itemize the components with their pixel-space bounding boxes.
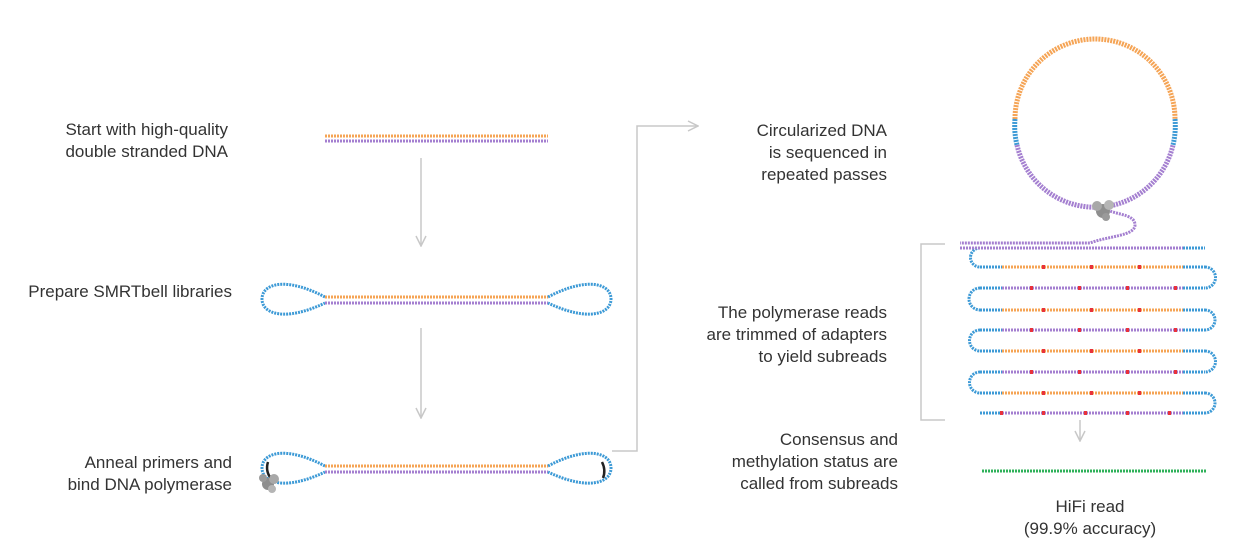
connector-arrow [612, 126, 698, 452]
sequencing-error-mark [1078, 370, 1081, 374]
sequencing-error-mark [1090, 308, 1093, 312]
sequencing-error-mark [1168, 411, 1171, 415]
step-anneal-label: Anneal primers and bind DNA polymerase [67, 453, 232, 494]
adapter-turn-right [1204, 349, 1217, 374]
step-consensus-label: Consensus and methylation status are cal… [731, 430, 898, 493]
sequencing-error-mark [1126, 370, 1129, 374]
sequencing-error-mark [1126, 411, 1129, 415]
polymerase-read [960, 246, 1217, 415]
sequencing-error-mark [1042, 391, 1045, 395]
read-tail [960, 203, 1137, 245]
adapter-turn-left [967, 286, 981, 312]
smrtbell-with-polymerase [259, 451, 613, 493]
adapter-turn-left [969, 246, 981, 269]
polymerase-icon [1092, 200, 1114, 221]
step-circularized-label: Circularized DNA is sequenced in repeate… [756, 121, 887, 184]
sequencing-error-mark [1138, 308, 1141, 312]
sequencing-error-mark [1090, 391, 1093, 395]
circle-blue-arc-left [1012, 118, 1020, 146]
primer-right [600, 461, 606, 479]
sequencing-error-mark [1042, 265, 1045, 269]
sequencing-error-mark [1030, 370, 1033, 374]
sequencing-error-mark [1030, 328, 1033, 332]
linear-dsdna [325, 134, 548, 143]
right-hairpin-adapter [547, 451, 613, 485]
sequencing-error-mark [1042, 349, 1045, 353]
step-trimmed-label: The polymerase reads are trimmed of adap… [706, 303, 887, 366]
step-prepare-label: Prepare SMRTbell libraries [28, 282, 232, 301]
sequencing-error-mark [1174, 370, 1177, 374]
sequencing-error-mark [1138, 391, 1141, 395]
circle-blue-arc-right [1170, 118, 1178, 146]
sequencing-error-mark [1126, 286, 1129, 290]
left-hairpin-adapter [260, 282, 326, 316]
sequencing-error-mark [1090, 349, 1093, 353]
circular-dna [960, 36, 1178, 245]
sequencing-error-mark [1042, 308, 1045, 312]
sequencing-error-mark [1090, 265, 1093, 269]
polymerase-icon [259, 474, 279, 493]
left-hairpin-adapter [260, 451, 326, 485]
hifi-read-label: HiFi read (99.9% accuracy) [1023, 497, 1157, 538]
sequencing-error-mark [1000, 411, 1003, 415]
adapter-turn-right [1204, 265, 1217, 290]
sequencing-error-mark [1126, 328, 1129, 332]
adapter-turn-right [1204, 391, 1217, 415]
smrtbell-template [260, 282, 613, 316]
sequencing-error-mark [1174, 286, 1177, 290]
adapter-turn-left [968, 328, 981, 353]
adapter-turn-right [1204, 308, 1217, 332]
subreads-bracket [920, 243, 945, 421]
circle-orange-arc [1012, 36, 1178, 120]
sequencing-error-mark [1138, 349, 1141, 353]
step-start-label: Start with high-quality double stranded … [65, 120, 228, 161]
sequencing-error-mark [1174, 328, 1177, 332]
sequencing-error-mark [1078, 286, 1081, 290]
sequencing-error-mark [1078, 328, 1081, 332]
right-hairpin-adapter [547, 282, 613, 316]
sequencing-error-mark [1084, 411, 1087, 415]
sequencing-error-mark [1138, 265, 1141, 269]
circle-purple-arc [1014, 144, 1176, 210]
sequencing-error-mark [1030, 286, 1033, 290]
adapter-turn-left [968, 370, 981, 395]
sequencing-error-mark [1042, 411, 1045, 415]
